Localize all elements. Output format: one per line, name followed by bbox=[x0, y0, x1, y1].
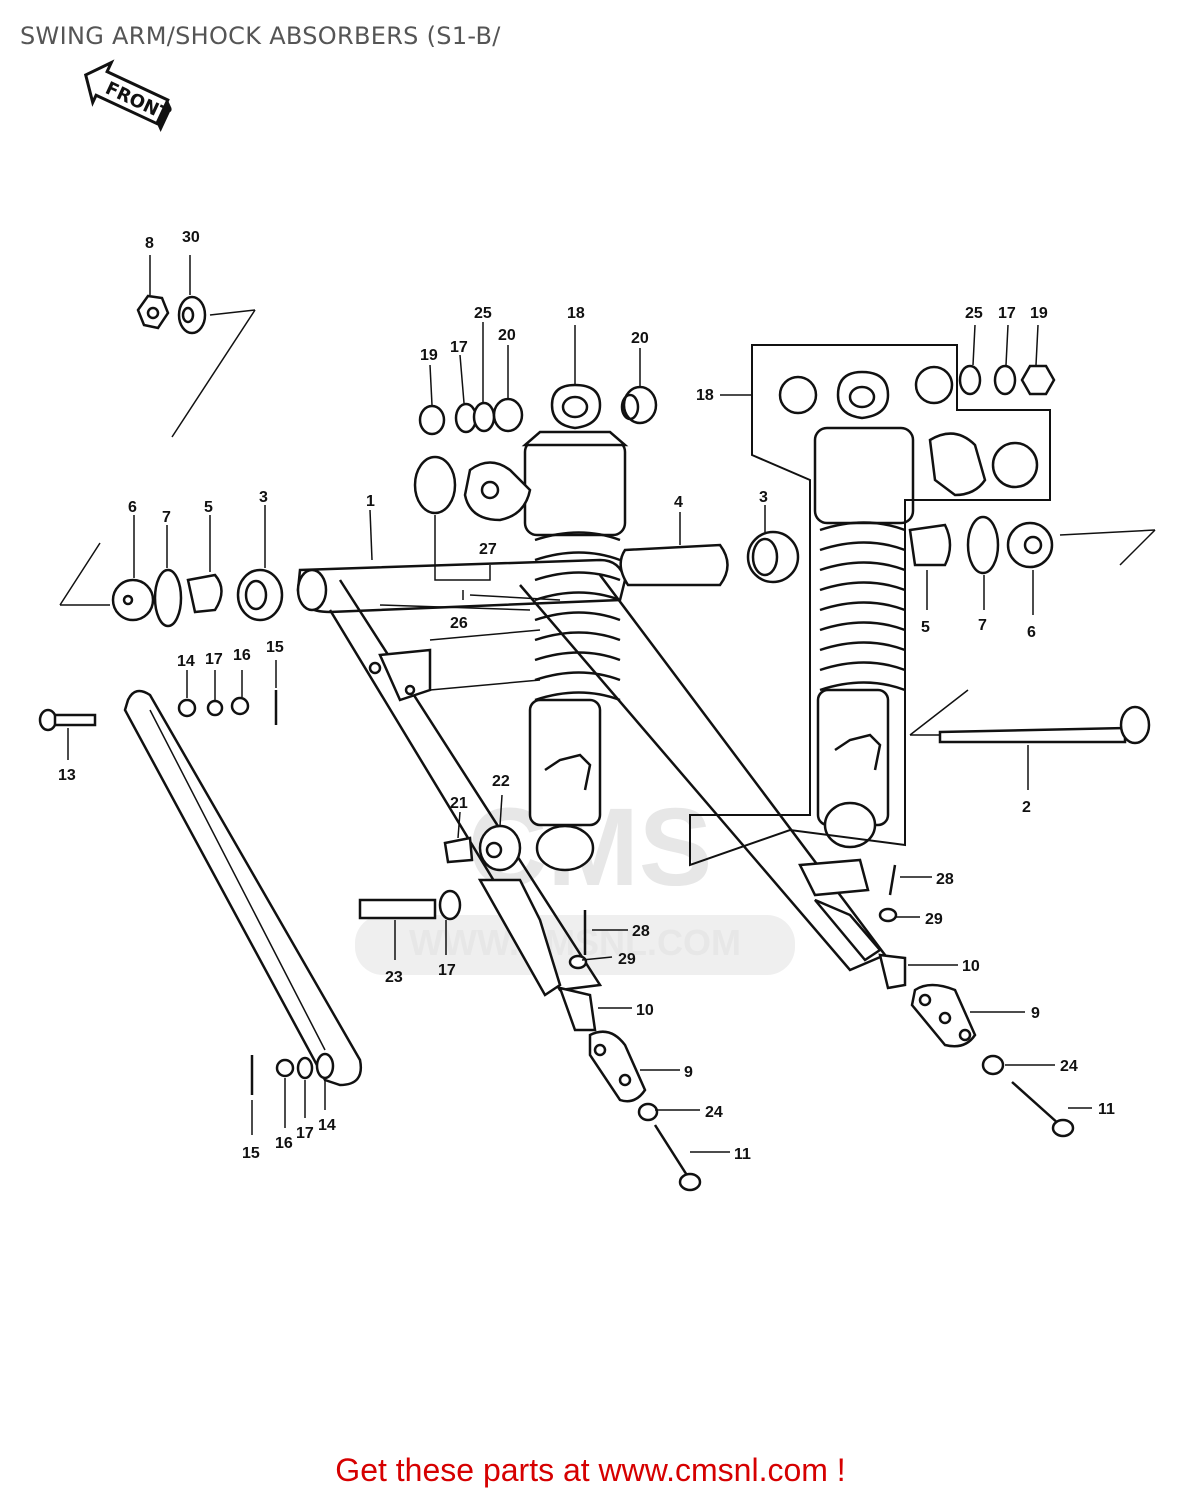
front-arrow-icon: FRONT bbox=[83, 59, 174, 132]
callout-16: 16 bbox=[275, 1135, 293, 1152]
axle-bolt bbox=[909, 689, 1151, 745]
callout-17: 17 bbox=[450, 339, 468, 356]
callout-19: 19 bbox=[420, 347, 438, 364]
callout-17: 17 bbox=[998, 305, 1016, 322]
callout-21: 21 bbox=[450, 795, 468, 812]
callout-18: 18 bbox=[696, 387, 714, 404]
right-pivot-parts bbox=[619, 364, 1156, 587]
callout-25: 25 bbox=[474, 305, 492, 322]
callout-17: 17 bbox=[296, 1125, 314, 1142]
callout-9: 9 bbox=[684, 1064, 693, 1081]
callout-11: 11 bbox=[1098, 1101, 1115, 1118]
page-title: SWING ARM/SHOCK ABSORBERS (S1-B/ bbox=[20, 22, 501, 50]
lower-hardware-center bbox=[358, 824, 702, 1192]
callout-24: 24 bbox=[705, 1104, 723, 1121]
small-hardware-left bbox=[38, 690, 335, 1095]
callout-20: 20 bbox=[498, 327, 516, 344]
callout-24: 24 bbox=[1060, 1058, 1078, 1075]
callout-27: 27 bbox=[479, 541, 497, 558]
callout-9: 9 bbox=[1031, 1005, 1040, 1022]
callout-28: 28 bbox=[632, 923, 650, 940]
nut-and-washer bbox=[136, 294, 256, 438]
cta-link-text[interactable]: Get these parts at www.cmsnl.com ! bbox=[335, 1452, 846, 1488]
callout-3: 3 bbox=[259, 489, 268, 506]
callout-7: 7 bbox=[162, 509, 171, 526]
callout-1: 1 bbox=[366, 493, 375, 510]
lower-hardware-right bbox=[798, 858, 1075, 1138]
callout-19: 19 bbox=[1030, 305, 1048, 322]
callout-10: 10 bbox=[636, 1002, 654, 1019]
callout-20: 20 bbox=[631, 330, 649, 347]
callout-4: 4 bbox=[674, 494, 683, 511]
callout-14: 14 bbox=[177, 653, 195, 670]
callout-23: 23 bbox=[385, 969, 403, 986]
callout-22: 22 bbox=[492, 773, 510, 790]
callout-3: 3 bbox=[759, 489, 768, 506]
callout-26: 26 bbox=[450, 615, 468, 632]
shock-absorber-right bbox=[689, 344, 1051, 867]
upper-bush-left bbox=[413, 385, 658, 522]
callout-2: 2 bbox=[1022, 799, 1031, 816]
callout-30: 30 bbox=[182, 229, 200, 246]
callout-17: 17 bbox=[205, 651, 223, 668]
callout-5: 5 bbox=[921, 619, 930, 636]
callout-29: 29 bbox=[925, 911, 943, 928]
callout-15: 15 bbox=[242, 1145, 260, 1162]
callout-6: 6 bbox=[1027, 624, 1036, 641]
shock-absorber-left bbox=[521, 383, 629, 872]
callout-16: 16 bbox=[233, 647, 251, 664]
callout-7: 7 bbox=[978, 617, 987, 634]
leader-lines bbox=[67, 255, 1092, 1153]
torque-link bbox=[123, 689, 363, 1087]
left-pivot-parts bbox=[59, 542, 284, 628]
callout-18: 18 bbox=[567, 305, 585, 322]
callout-numbers: 8 30 25 18 19 17 20 20 18 25 17 19 6 7 5… bbox=[58, 229, 1115, 1163]
callout-25: 25 bbox=[965, 305, 983, 322]
callout-17: 17 bbox=[438, 962, 456, 979]
callout-28: 28 bbox=[936, 871, 954, 888]
callout-8: 8 bbox=[145, 235, 154, 252]
callout-14: 14 bbox=[318, 1117, 336, 1134]
callout-10: 10 bbox=[962, 958, 980, 975]
cta-link[interactable]: Get these parts at www.cmsnl.com ! bbox=[0, 1452, 1181, 1489]
callout-15: 15 bbox=[266, 639, 284, 656]
callout-29: 29 bbox=[618, 951, 636, 968]
callout-11: 11 bbox=[734, 1146, 751, 1163]
swing-arm bbox=[296, 558, 887, 992]
callout-13: 13 bbox=[58, 767, 76, 784]
callout-6: 6 bbox=[128, 499, 137, 516]
callout-5: 5 bbox=[204, 499, 213, 516]
